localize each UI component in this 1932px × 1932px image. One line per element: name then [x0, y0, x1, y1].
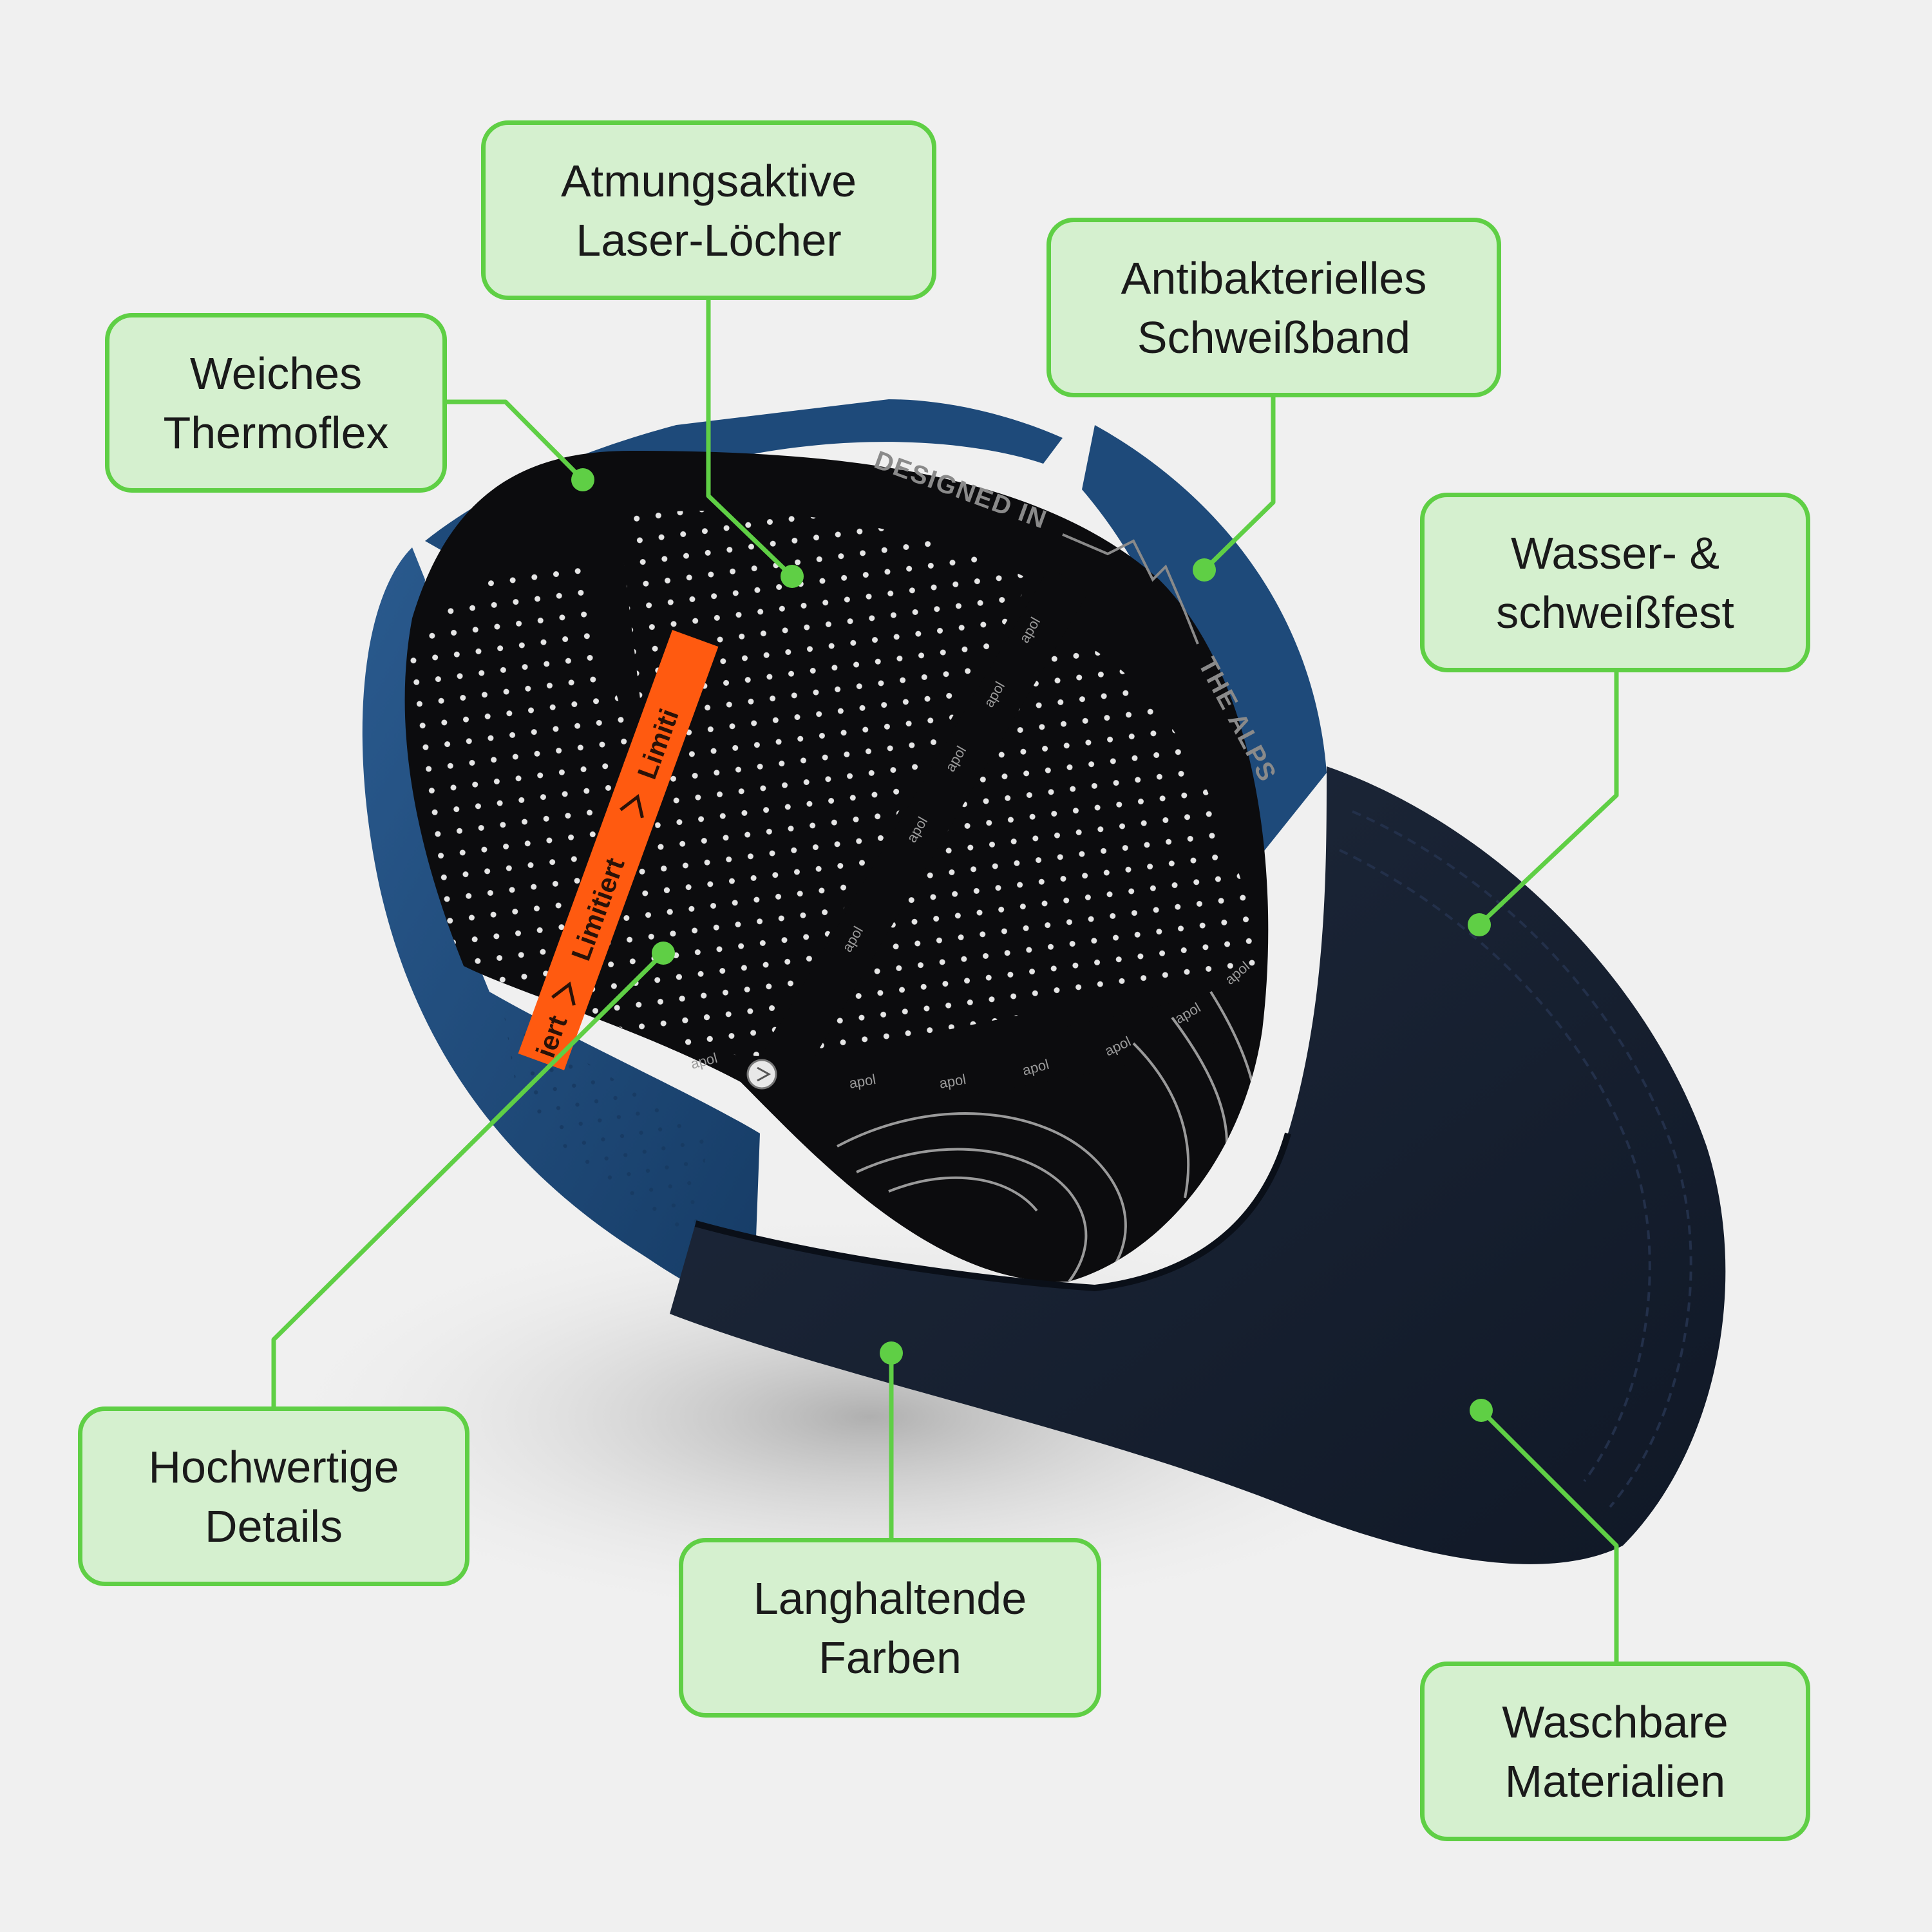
callout-line: Materialien: [1504, 1756, 1726, 1806]
callout-weiches-thermoflex: Weiches Thermoflex: [105, 313, 447, 493]
callout-antibakterielles-schweissband: Antibakterielles Schweißband: [1046, 218, 1501, 397]
callout-hochwertige-details: Hochwertige Details: [78, 1406, 469, 1586]
leader-line-atmungsaktive: [706, 296, 794, 578]
lining-perforation-right: [786, 631, 1262, 1063]
crown-button-arrow-icon: [757, 1066, 772, 1082]
lining-perforation-left: [404, 564, 721, 1056]
callout-waschbare-materialien: Waschbare Materialien: [1420, 1662, 1810, 1841]
crown-button: [746, 1059, 777, 1090]
leader-line-antibakterielles: [1202, 394, 1276, 572]
limitiert-arrow-icon: [551, 981, 576, 1006]
cap-brim-underside-edge: [694, 1132, 1291, 1292]
sweatband-mountain-line: [1062, 533, 1199, 645]
callout-line: Farben: [819, 1632, 961, 1683]
leader-dot-wasser: [1468, 913, 1491, 936]
leader-dot-hochwertige: [652, 942, 675, 965]
callout-langhaltende-farben: Langhaltende Farben: [679, 1538, 1101, 1718]
callout-line: Thermoflex: [163, 407, 389, 458]
leader-dot-weiches: [571, 468, 594, 491]
topographic-lines: [837, 990, 1258, 1282]
callout-line: schweißfest: [1496, 587, 1734, 638]
cap-brim-stitching: [1352, 810, 1692, 1508]
callout-line: Hochwertige: [148, 1441, 399, 1492]
callout-line: Laser-Löcher: [576, 214, 842, 265]
leader-line-waschbare: [1479, 1408, 1619, 1665]
callout-atmungsaktive-laser-loecher: Atmungsaktive Laser-Löcher: [481, 120, 936, 300]
cap-back-strap: [425, 399, 1063, 567]
callout-line: Atmungsaktive: [560, 155, 857, 206]
cap-brim-stitching-2: [1339, 849, 1651, 1482]
callout-line: Weiches: [189, 348, 363, 399]
lining-perforation-center: [618, 511, 1030, 1056]
callout-line: Waschbare: [1502, 1696, 1728, 1747]
callout-line: Langhaltende: [753, 1573, 1027, 1624]
leader-line-wasser: [1477, 670, 1619, 927]
leader-line-weiches: [444, 399, 585, 482]
callout-line: Schweißband: [1137, 312, 1411, 363]
leader-dot-waschbare: [1470, 1399, 1493, 1422]
callout-line: Details: [205, 1501, 343, 1551]
callout-line: Wasser- &: [1510, 527, 1720, 578]
leader-dot-langhaltende: [880, 1341, 903, 1365]
leader-line-hochwertige: [271, 951, 665, 1410]
callout-line: Antibakterielles: [1121, 252, 1427, 303]
lining-seam-tape-horizontal: [644, 979, 1262, 1108]
callout-wasser-schweissfest: Wasser- & schweißfest: [1420, 493, 1810, 672]
limitiert-arrow-icon-2: [620, 793, 644, 819]
lining-seam-tape: [753, 567, 1088, 1095]
leader-dots: [571, 468, 1493, 1422]
cap-brim: [670, 766, 1726, 1564]
leader-lines: [271, 296, 1619, 1665]
leader-dot-atmungsaktive: [781, 565, 804, 588]
leader-dot-antibakterielles: [1193, 558, 1216, 582]
limitiert-label-tape: [518, 630, 719, 1070]
